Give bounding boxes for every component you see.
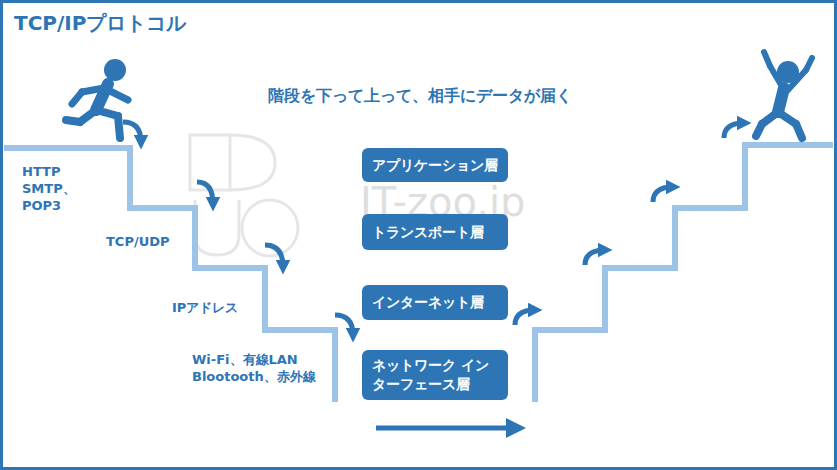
running-figure <box>66 59 128 138</box>
protocol-label: TCP/UDP <box>106 234 170 251</box>
layer-name: インターネット層 <box>372 293 498 312</box>
watermark-logo <box>190 135 298 256</box>
layer-box: トランスポート層 <box>362 214 508 250</box>
flow-arrow <box>376 426 512 431</box>
layer-box: ネットワーク インターフェース層 <box>362 350 508 400</box>
layer-box: インターネット層 <box>362 285 508 320</box>
step-arrows <box>123 122 744 335</box>
protocol-label: Wi-Fi、有線LAN Blootooth、赤外線 <box>192 352 324 386</box>
diagram-title: TCP/IPプロトコル <box>14 10 186 37</box>
layer-name: アプリケーション層 <box>372 156 498 175</box>
cheering-figure <box>756 52 812 138</box>
layer-box: アプリケーション層 <box>362 148 508 182</box>
protocol-label: HTTP SMTP、POP3 <box>22 164 114 215</box>
protocol-label: IPアドレス <box>172 300 238 317</box>
stairs-down <box>4 148 335 402</box>
layer-name: トランスポート層 <box>372 223 498 242</box>
stairs-up <box>535 145 833 402</box>
layer-name: ネットワーク インターフェース層 <box>372 356 498 394</box>
subtitle: 階段を下って上って、相手にデータが届く <box>268 86 572 107</box>
